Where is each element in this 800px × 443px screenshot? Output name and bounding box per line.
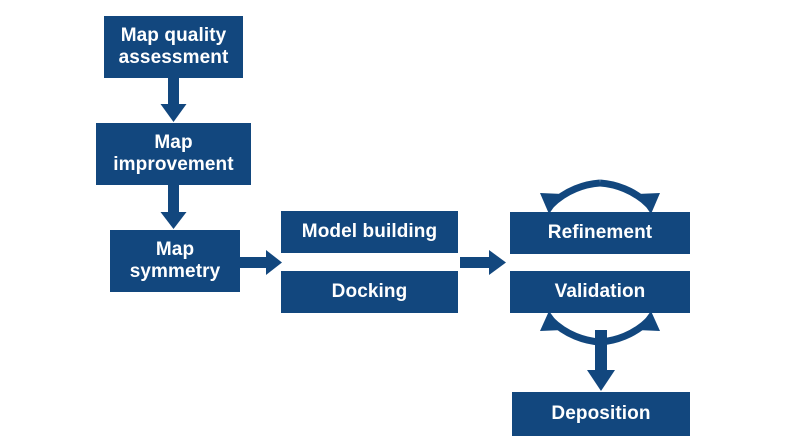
node-map-improvement[interactable]: Map improvement <box>96 123 251 185</box>
node-model-building[interactable]: Model building <box>281 211 458 253</box>
node-label: Deposition <box>551 402 651 424</box>
node-docking[interactable]: Docking <box>281 271 458 313</box>
node-label: Map symmetry <box>129 238 221 282</box>
cycle-arc-bottom-left <box>540 311 601 346</box>
arrow-cycle-to-deposition <box>587 330 615 391</box>
arrow-improvement-to-symmetry <box>160 185 187 229</box>
cycle-arc-bottom-right <box>599 311 660 346</box>
arrow-modelbuilding-to-refinement <box>460 250 506 275</box>
node-label: Docking <box>331 280 408 302</box>
node-deposition[interactable]: Deposition <box>512 392 690 436</box>
node-refinement[interactable]: Refinement <box>510 212 690 254</box>
node-label: Refinement <box>547 221 653 243</box>
cycle-arc-top-right <box>599 179 660 214</box>
node-map-quality-assessment[interactable]: Map quality assessment <box>104 16 243 78</box>
arrow-symmetry-to-modelbuilding <box>240 250 282 275</box>
node-label: Validation <box>554 280 646 302</box>
cycle-arc-top-left <box>540 179 601 214</box>
node-label: Model building <box>301 220 438 242</box>
node-validation[interactable]: Validation <box>510 271 690 313</box>
node-label: Map improvement <box>113 131 234 175</box>
node-map-symmetry[interactable]: Map symmetry <box>110 230 240 292</box>
node-label: Map quality assessment <box>118 24 229 68</box>
arrow-quality-to-improvement <box>160 78 187 122</box>
